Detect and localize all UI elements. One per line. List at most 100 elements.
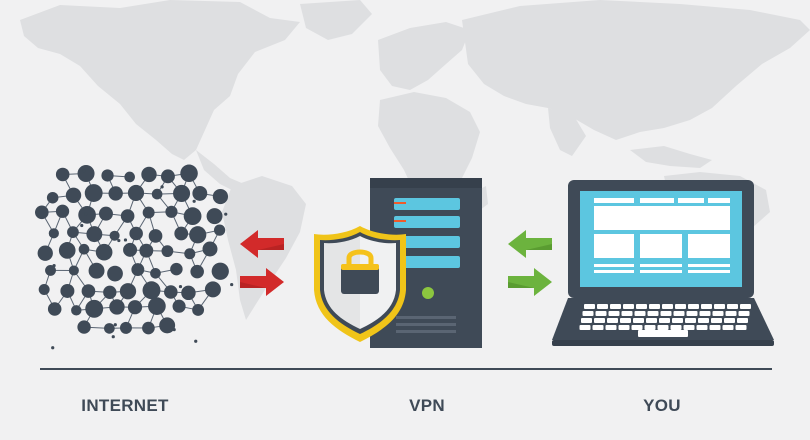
server-icon: [370, 178, 482, 348]
vpn-label: VPN: [409, 396, 445, 415]
keyboard-key: [685, 318, 696, 323]
keyboard-key: [722, 325, 734, 330]
network-dot: [52, 264, 56, 268]
keyboard-key: [581, 318, 592, 323]
network-node: [159, 317, 176, 334]
power-light-icon: [422, 287, 434, 299]
network-node: [180, 164, 198, 183]
network-node: [107, 265, 123, 282]
keyboard-key: [618, 325, 630, 330]
keyboard-key: [701, 304, 712, 309]
network-node: [189, 226, 207, 244]
network-node: [211, 262, 229, 280]
network-node: [181, 285, 196, 301]
network-node: [170, 262, 183, 276]
you-label: YOU: [643, 396, 681, 415]
network-node: [84, 184, 103, 202]
keyboard-key: [579, 325, 591, 330]
keyboard-key: [683, 325, 695, 330]
network-node: [174, 226, 189, 241]
network-node: [55, 204, 70, 218]
network-node: [55, 167, 70, 182]
laptop-touchpad: [638, 330, 688, 337]
network-node: [173, 184, 191, 202]
network-node: [123, 242, 138, 257]
network-node: [104, 323, 115, 334]
network-node: [151, 188, 163, 200]
keyboard-key: [634, 311, 646, 316]
network-dot: [51, 346, 55, 350]
keyboard-key: [688, 304, 699, 309]
network-node: [46, 191, 59, 204]
lock-shackle: [346, 249, 374, 266]
network-node: [98, 206, 113, 221]
keyboard-key: [623, 304, 634, 309]
arrow-left-icon: [240, 230, 284, 258]
network-node: [192, 304, 205, 316]
network-node: [142, 281, 161, 300]
network-node: [77, 320, 91, 334]
keyboard-key: [620, 318, 631, 323]
network-node: [81, 284, 96, 298]
network-node: [58, 242, 76, 259]
network-node: [48, 228, 59, 239]
network-node: [213, 224, 226, 236]
keyboard-key: [597, 304, 608, 309]
keyboard-key: [670, 325, 682, 330]
network-node: [206, 208, 223, 225]
keyboard-key: [592, 325, 604, 330]
network-node: [172, 299, 186, 313]
network-node: [65, 187, 82, 203]
keyboard-key: [633, 318, 644, 323]
keyboard-key: [740, 304, 751, 309]
keyboard-key: [714, 304, 725, 309]
network-node: [71, 305, 82, 316]
keyboard-key: [595, 311, 607, 316]
network-node: [119, 321, 132, 334]
network-node: [85, 299, 104, 318]
keyboard-key: [649, 304, 660, 309]
network-dot: [84, 212, 88, 216]
laptop-keyboard: [579, 304, 751, 330]
network-node: [78, 243, 90, 255]
keyboard-key: [662, 304, 673, 309]
network-node: [68, 265, 79, 276]
network-node: [78, 206, 96, 224]
network-node: [164, 285, 178, 299]
network-nodes-icon: [35, 164, 234, 350]
network-dot: [193, 273, 197, 278]
arrow-right-shadow: [240, 282, 266, 288]
arrow-left-shadow: [258, 244, 284, 250]
network-node: [148, 297, 166, 315]
network-node: [192, 186, 208, 201]
internet-arrows: [240, 230, 284, 296]
keyboard-key: [735, 325, 747, 330]
network-node: [129, 226, 143, 241]
network-dot: [192, 199, 196, 203]
network-node: [139, 243, 154, 258]
network-dot: [152, 231, 156, 236]
keyboard-key: [657, 325, 669, 330]
network-node: [119, 283, 137, 300]
network-node: [67, 226, 79, 239]
keyboard-key: [660, 311, 672, 316]
keyboard-key: [659, 318, 670, 323]
shield-lock-icon: [314, 226, 406, 342]
arrow-left-icon: [508, 230, 552, 258]
network-node: [86, 226, 103, 243]
network-dot: [178, 284, 183, 289]
keyboard-key: [699, 311, 711, 316]
network-node: [38, 284, 50, 296]
network-node: [60, 283, 75, 298]
network-node: [212, 188, 229, 205]
network-dot: [172, 328, 176, 332]
network-node: [150, 267, 161, 279]
network-dot: [224, 212, 228, 216]
network-dot: [80, 223, 84, 228]
network-node: [120, 209, 135, 223]
network-node: [88, 262, 105, 279]
network-node: [77, 164, 95, 182]
keyboard-key: [605, 325, 617, 330]
keyboard-key: [584, 304, 595, 309]
